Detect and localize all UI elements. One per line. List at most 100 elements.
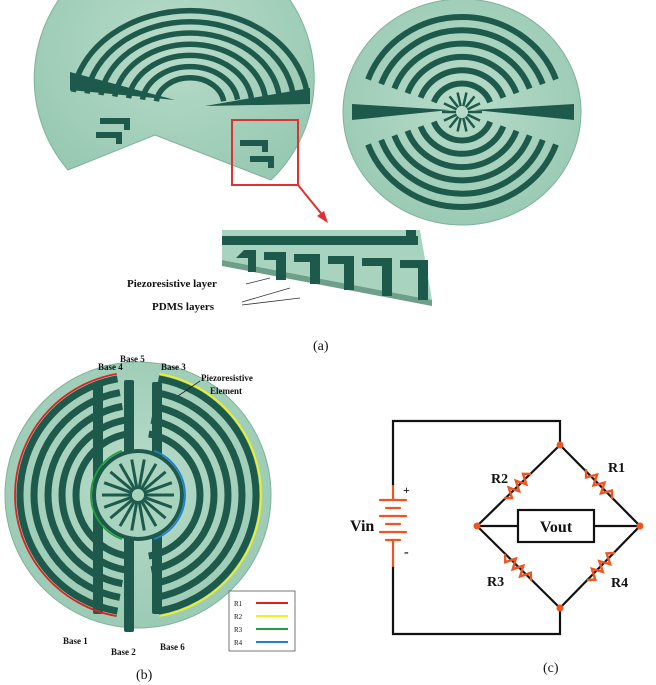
base-4-label: Base 4 xyxy=(98,362,123,372)
b-arc-left-0 xyxy=(16,375,119,615)
b-spoke-8 xyxy=(103,495,133,509)
b-spoke-10 xyxy=(103,481,133,495)
full-arc-top-4 xyxy=(417,67,507,99)
cut-arc-top-3 xyxy=(112,41,268,98)
cut-finger-2 xyxy=(240,140,268,152)
full-spoke-8 xyxy=(443,102,458,111)
r1-label: R1 xyxy=(608,461,625,476)
full-arc-bottom-2 xyxy=(391,134,533,184)
full-bus-right xyxy=(474,104,574,120)
full-arc-top-1 xyxy=(378,27,546,86)
b-spoke-13 xyxy=(130,459,139,490)
b-spoke-11 xyxy=(109,470,135,493)
b-spoke-5 xyxy=(130,500,139,531)
b-spoke-17 xyxy=(143,481,173,495)
full-sensor xyxy=(342,0,582,226)
resistor-r4 xyxy=(586,551,616,582)
panel-c-caption: (c) xyxy=(543,661,559,676)
b-spoke-15 xyxy=(139,463,158,491)
panel-b: Base 4 Base 5 Base 3 Piezoresistive Elem… xyxy=(4,354,296,683)
cut-finger-1 xyxy=(96,132,122,144)
element-label-line1: Piezoresistive xyxy=(201,373,253,383)
b-spoke-7 xyxy=(109,497,135,520)
node-right xyxy=(636,522,644,530)
full-spoke-10 xyxy=(456,92,462,107)
slab-side xyxy=(222,260,432,306)
b-arc-right-3 xyxy=(150,416,218,574)
battery-icon xyxy=(378,484,408,568)
full-arc-bottom-5 xyxy=(431,120,493,144)
b-arc-left-1 xyxy=(30,389,121,601)
element-label-line2: Element xyxy=(210,386,242,396)
base-5-label: Base 5 xyxy=(120,354,145,364)
cut-arc-top-4 xyxy=(125,52,255,99)
b-spoke-16 xyxy=(141,470,167,493)
full-arc-top-0 xyxy=(365,14,559,81)
cut-bus-left xyxy=(70,72,175,100)
piezoresistive-layer-label: Piezoresistive layer xyxy=(127,278,217,290)
cut-bus-right xyxy=(205,88,310,106)
b-spoke-1 xyxy=(143,495,173,509)
full-spoke-4 xyxy=(456,117,462,132)
cut-finger-3 xyxy=(250,156,274,168)
r3-label: R3 xyxy=(487,575,504,590)
element-leader xyxy=(177,380,201,397)
node-top xyxy=(556,441,564,449)
full-spoke-1 xyxy=(466,113,481,122)
plus-sign: + xyxy=(403,483,410,497)
full-arc-bottom-0 xyxy=(365,143,559,210)
full-arc-bottom-4 xyxy=(417,125,507,157)
full-arc-top-2 xyxy=(391,40,533,90)
cut-arc-top-0 xyxy=(70,7,310,93)
minus-sign: - xyxy=(404,545,409,560)
zoomed-layer-slab xyxy=(222,230,432,306)
cut-finger-0 xyxy=(100,118,130,130)
b-spoke-12 xyxy=(118,463,137,491)
full-spoke-2 xyxy=(464,115,476,129)
pdms-leader-2 xyxy=(241,297,301,306)
slab-top xyxy=(222,230,432,300)
b-arc-right-1 xyxy=(155,389,246,601)
b-spoke-3 xyxy=(139,499,158,527)
full-spoke-9 xyxy=(448,95,460,109)
r3-highlight-path xyxy=(90,449,123,541)
full-arc-bottom-3 xyxy=(404,129,520,171)
b-spoke-4 xyxy=(137,500,146,531)
legend-r3-label: R3 xyxy=(234,626,243,634)
bridge-nodes xyxy=(473,441,644,612)
full-arc-top-5 xyxy=(431,80,493,104)
cutaway-traces xyxy=(70,7,310,168)
b-spoke-2 xyxy=(141,497,167,520)
panel-a-caption: (a) xyxy=(313,339,329,354)
zoom-arrow-line xyxy=(297,184,325,218)
r4-highlight-path xyxy=(153,449,186,541)
vout-box xyxy=(516,508,596,544)
panel-b-caption: (b) xyxy=(136,668,153,683)
resistor-r2 xyxy=(503,472,532,500)
bridge-wires xyxy=(391,419,642,636)
full-sensor-traces xyxy=(352,14,574,210)
full-arc-bottom-1 xyxy=(378,138,546,197)
resistor-r1 xyxy=(584,468,614,500)
piezo-leader xyxy=(245,277,271,285)
r1-highlight-path xyxy=(14,372,117,618)
base-3-label: Base 3 xyxy=(161,362,186,372)
cut-arc-top-5 xyxy=(139,63,241,101)
full-spoke-6 xyxy=(443,113,458,122)
b-spoke-14 xyxy=(137,459,146,490)
resistor-r3 xyxy=(503,553,533,582)
pdms-leader-1 xyxy=(241,287,291,303)
cut-arc-top-1 xyxy=(84,19,296,94)
b-spoke-6 xyxy=(118,499,137,527)
vout-label: Vout xyxy=(540,519,573,536)
panel-a: Piezoresistive layer PDMS layers (a) xyxy=(33,0,582,354)
cut-arc-top-6 xyxy=(153,75,227,102)
cutaway-sensor xyxy=(33,0,315,181)
full-spoke-3 xyxy=(462,117,468,132)
base-1-label: Base 1 xyxy=(63,636,88,646)
panel-b-traces xyxy=(14,372,262,632)
full-spoke-13 xyxy=(466,102,481,111)
bridge-resistors xyxy=(503,468,616,582)
base-6-label: Base 6 xyxy=(160,642,185,652)
